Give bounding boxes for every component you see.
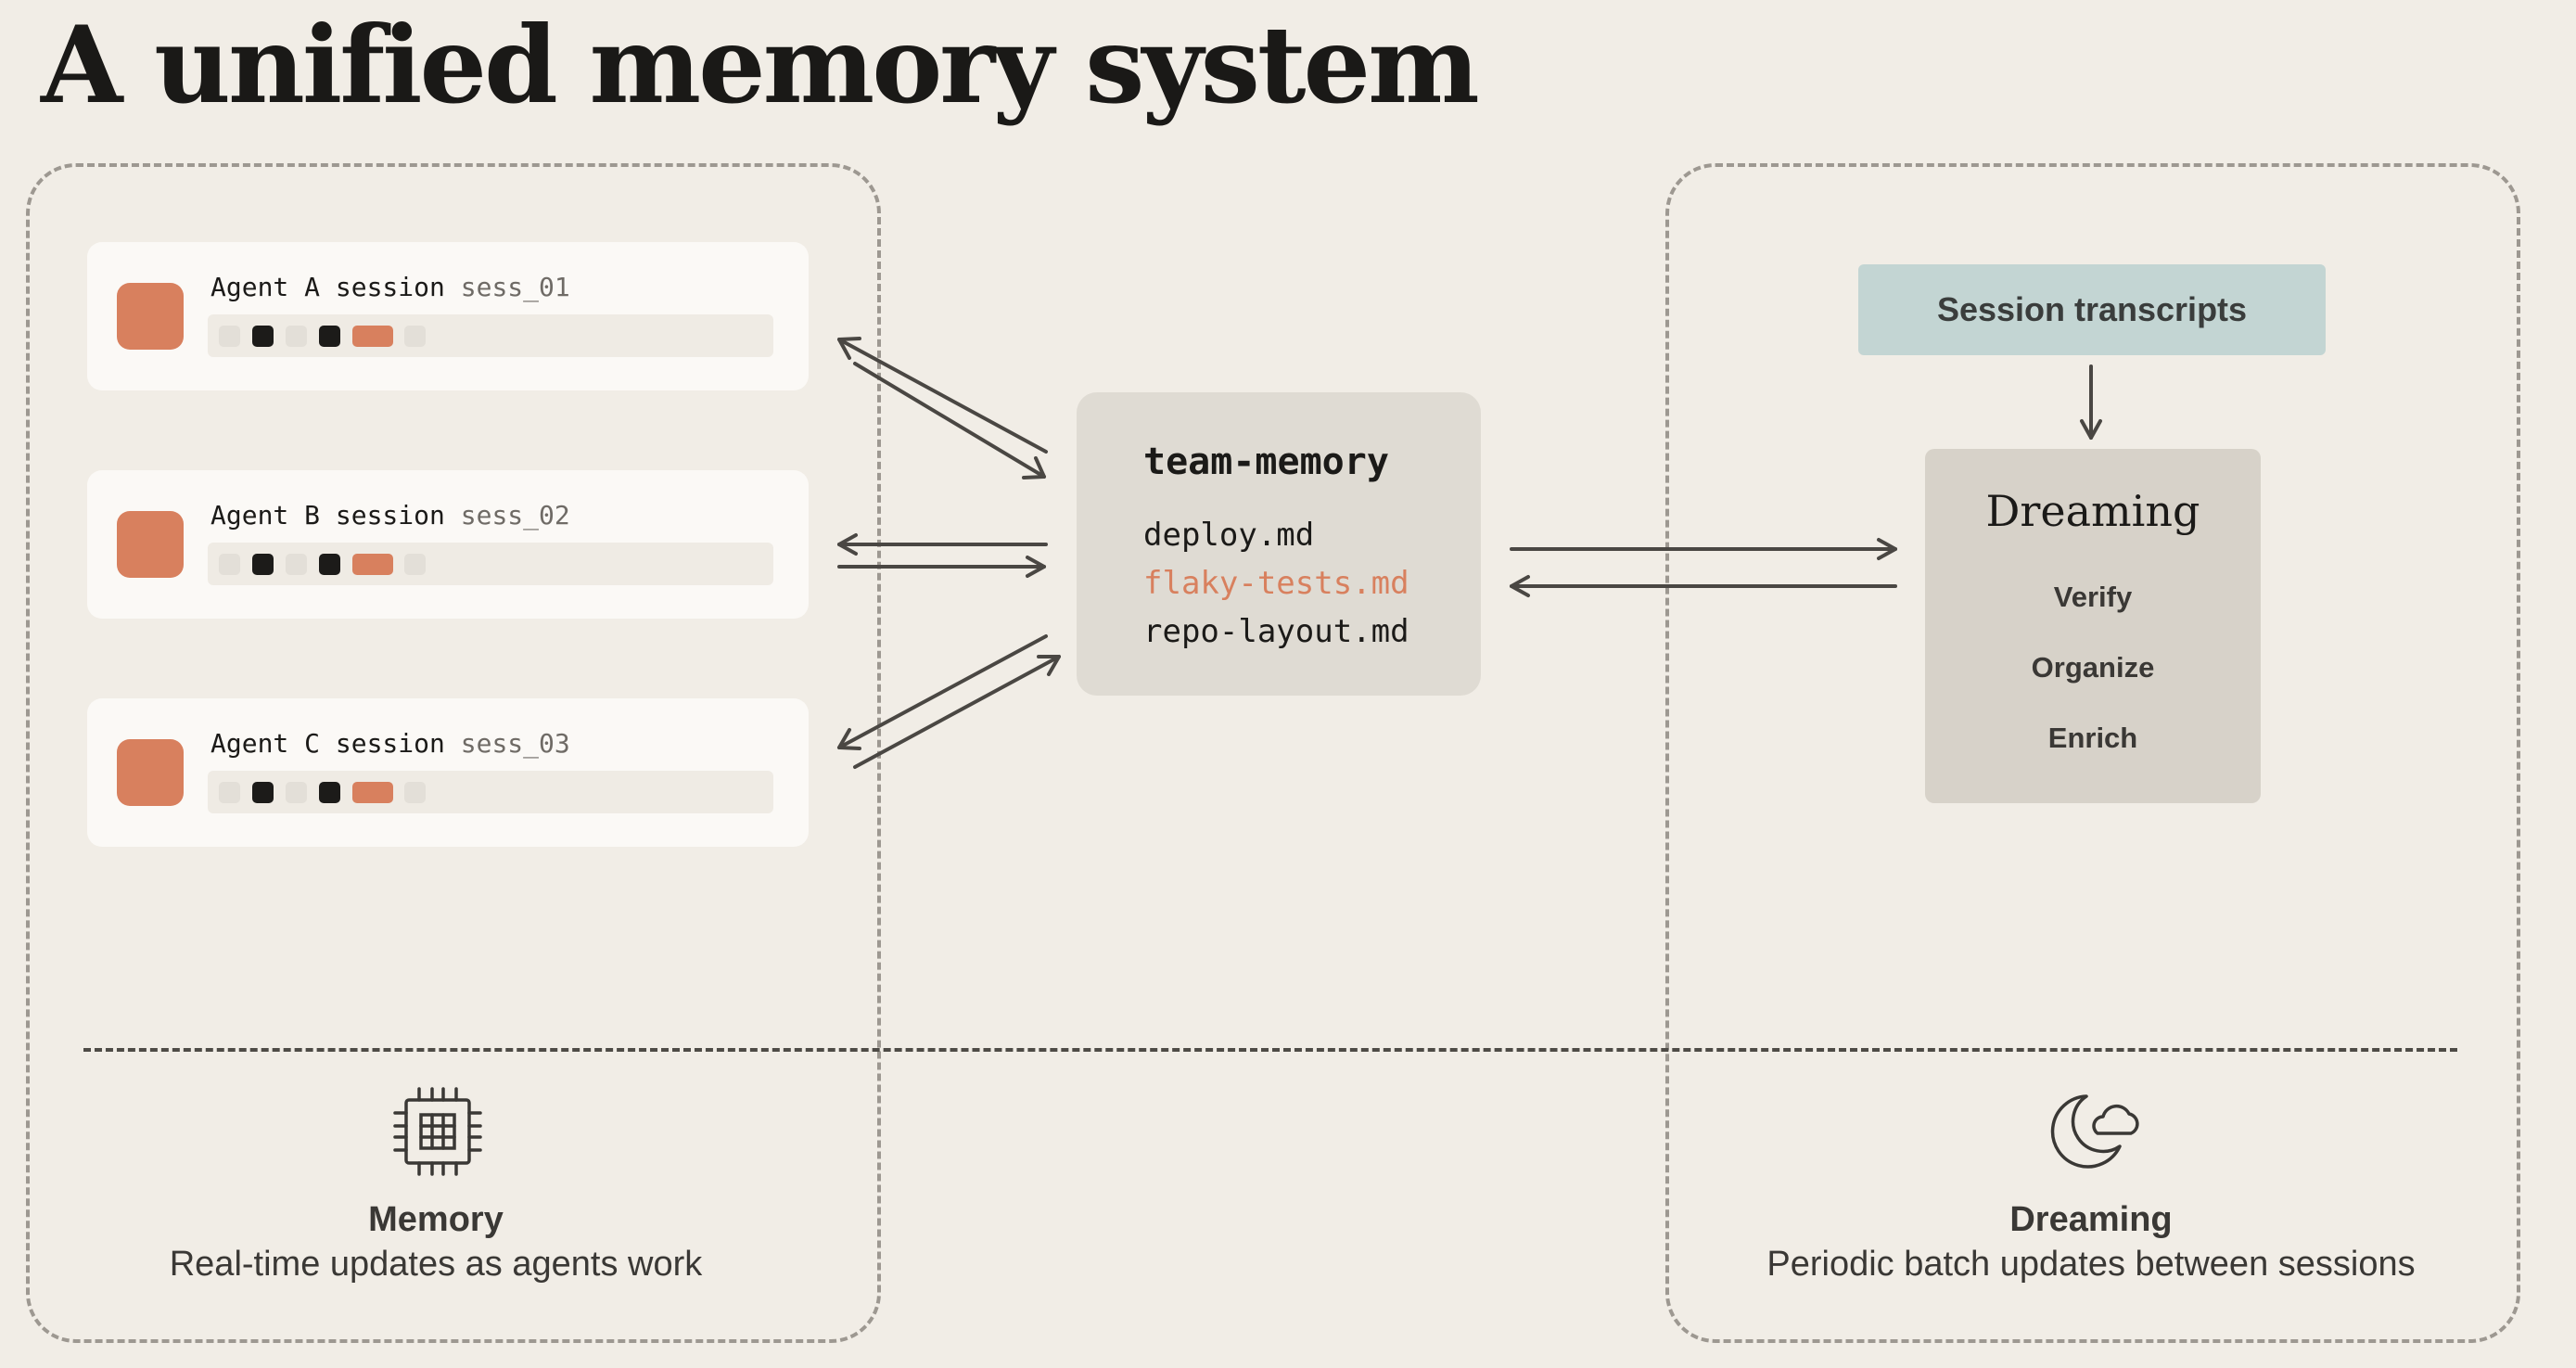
arrow-c-to-memory [853,655,1061,769]
agent-card-b: Agent B session sess_02 [87,470,809,619]
memory-caption-title: Memory [368,1200,504,1239]
team-memory-box: team-memory deploy.md flaky-tests.md rep… [1077,392,1481,696]
agent-card-c: Agent C session sess_03 [87,698,809,847]
token-bar [208,543,773,585]
agent-avatar [117,511,184,578]
agent-avatar [117,283,184,350]
chip-icon [393,1087,482,1176]
agent-avatar [117,739,184,806]
arrow-transcripts-to-dreaming [2080,364,2102,440]
page-title: A unified memory system [41,3,1480,127]
dreaming-caption-subtitle: Periodic batch updates between sessions [1766,1245,2416,1284]
section-divider [83,1048,2457,1052]
memory-file: repo-layout.md [1143,613,1409,650]
dreaming-title: Dreaming [1985,486,2200,536]
session-id: sess_03 [460,728,570,759]
arrow-memory-to-c [837,634,1048,750]
dreaming-step-organize: Organize [2031,651,2155,684]
token-bar [208,314,773,357]
memory-caption-subtitle: Real-time updates as agents work [169,1245,703,1284]
session-id: sess_01 [460,272,570,302]
moon-cloud-icon [2050,1094,2139,1169]
dreaming-step-verify: Verify [2053,581,2133,613]
arrow-memory-to-dreaming [1510,538,1897,560]
arrow-memory-to-b [837,533,1048,556]
arrow-dreaming-to-memory [1510,575,1897,597]
dreaming-step-enrich: Enrich [2047,722,2138,754]
memory-file-highlighted: flaky-tests.md [1143,565,1409,602]
agent-label: Agent B session sess_02 [210,500,570,531]
session-transcripts-box: Session transcripts [1858,264,2326,355]
token-bar [208,771,773,813]
team-memory-title: team-memory [1143,441,1389,483]
dreaming-box: Dreaming Verify Organize Enrich [1925,449,2261,803]
dreaming-caption-title: Dreaming [2009,1200,2173,1239]
agent-label: Agent C session sess_03 [210,728,570,759]
agent-label: Agent A session sess_01 [210,272,570,302]
agent-card-a: Agent A session sess_01 [87,242,809,390]
session-id: sess_02 [460,500,570,531]
arrow-b-to-memory [837,556,1046,578]
arrow-a-to-memory [853,362,1046,479]
memory-file: deploy.md [1143,517,1315,554]
dreaming-panel [1665,163,2520,1343]
arrow-memory-to-a [837,337,1048,454]
